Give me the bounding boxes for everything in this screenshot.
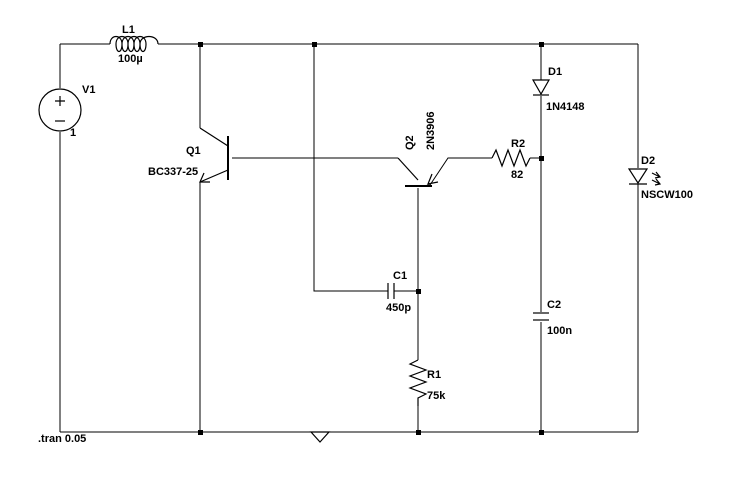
q2-name: Q2	[404, 135, 416, 150]
d2-light-arrow	[651, 178, 662, 186]
q1-collector-lead	[199, 127, 229, 147]
d1-value: 1N4148	[546, 101, 585, 113]
transistor-q2[interactable]	[397, 157, 439, 187]
diode-d1[interactable]	[531, 79, 551, 96]
r1-value: 75k	[427, 390, 446, 402]
resistor-r2[interactable]	[491, 148, 531, 168]
inductor-l1[interactable]	[109, 35, 159, 53]
r2-zigzag	[491, 148, 531, 168]
q2-emitter-arrow	[427, 173, 439, 185]
ground-symbol[interactable]	[309, 431, 331, 443]
r2-value: 82	[511, 169, 523, 181]
q1-value: BC337-25	[148, 166, 198, 178]
source-circle	[38, 88, 82, 132]
junction-dot	[416, 430, 421, 435]
c1-name: C1	[393, 270, 407, 282]
c2-value: 100n	[547, 325, 572, 337]
q1-emitter-arrow	[199, 172, 210, 183]
led-d2[interactable]	[627, 168, 662, 186]
q2-base-lead	[397, 157, 419, 181]
q1-name: Q1	[186, 145, 201, 157]
junction-dot	[198, 42, 203, 47]
transistor-q1[interactable]	[199, 127, 229, 183]
c1-value: 450p	[386, 302, 411, 314]
d1-name: D1	[548, 66, 562, 78]
junction-dot	[312, 42, 317, 47]
v1-name: V1	[82, 84, 95, 96]
d2-triangle	[627, 168, 649, 185]
wire-c1-feed	[313, 44, 388, 292]
v1-value: 1	[70, 127, 76, 139]
junction-dot	[539, 156, 544, 161]
junction-dot	[198, 430, 203, 435]
d2-light-arrow	[651, 171, 662, 179]
plus-sign	[55, 96, 65, 106]
q1-emitter-lead	[199, 169, 229, 183]
r1-zigzag	[408, 359, 428, 406]
junction-dot	[416, 289, 421, 294]
r1-name: R1	[427, 369, 441, 381]
voltage-source-v1[interactable]	[38, 88, 82, 132]
wire-q2-emitter	[429, 157, 492, 186]
inductor-coils	[109, 35, 159, 53]
resistor-r1[interactable]	[408, 359, 428, 406]
junction-dot	[539, 430, 544, 435]
r2-name: R2	[511, 138, 525, 150]
c2-name: C2	[547, 299, 561, 311]
d2-name: D2	[641, 155, 655, 167]
junction-dot	[539, 42, 544, 47]
q2-emitter-lead	[423, 184, 431, 187]
junctions	[198, 42, 544, 435]
ground-triangle	[309, 431, 331, 443]
d2-value: NSCW100	[641, 189, 693, 201]
capacitor-c2[interactable]	[533, 312, 549, 321]
l1-value: 100µ	[118, 53, 143, 65]
l1-name: L1	[122, 24, 135, 36]
capacitor-c1[interactable]	[387, 283, 395, 299]
tran-directive[interactable]: .tran 0.05	[38, 433, 86, 445]
q2-value: 2N3906	[425, 111, 437, 150]
wires	[59, 43, 639, 433]
d1-triangle	[531, 79, 551, 96]
